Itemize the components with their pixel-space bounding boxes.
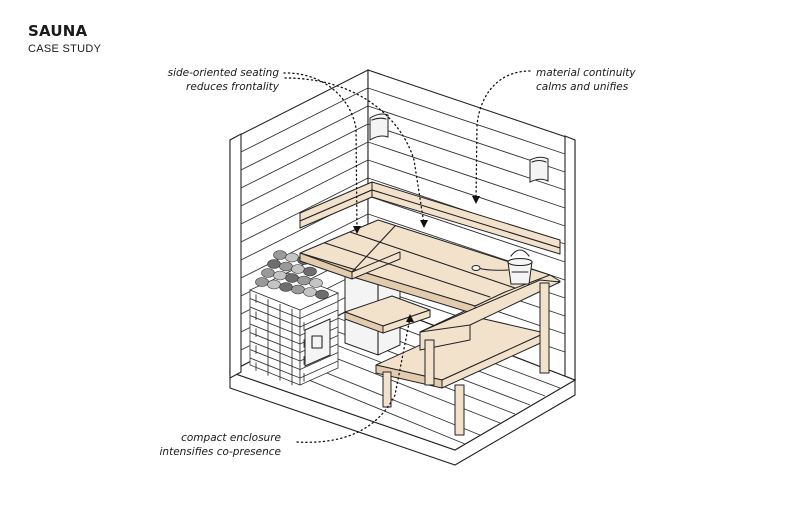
stove-stone xyxy=(261,268,275,278)
log-line xyxy=(299,309,339,328)
stove-stone xyxy=(303,266,317,277)
annotation-line: side-oriented seating xyxy=(167,67,279,79)
stove-stone xyxy=(285,252,299,263)
log-line xyxy=(240,123,369,189)
log-line xyxy=(240,87,369,153)
annotation-line: compact enclosure xyxy=(181,432,281,444)
stove-stone xyxy=(291,264,305,274)
lower-bench xyxy=(344,295,546,436)
annotation-line: material continuity xyxy=(536,67,636,79)
stove-stone xyxy=(297,275,311,286)
upper-bench xyxy=(299,219,561,386)
backrest-rails xyxy=(299,181,561,255)
annotation-line: intensifies co-presence xyxy=(159,446,282,458)
annotation-compact-enclosure: compact enclosure intensifies co-presenc… xyxy=(160,431,282,459)
bucket-icon xyxy=(471,249,533,285)
title-block: SAUNA CASE STUDY xyxy=(28,22,101,55)
annotation-line: reduces frontality xyxy=(186,81,279,93)
annotation-material-continuity: material continuity calms and unifies xyxy=(536,66,636,94)
log-line xyxy=(367,141,566,209)
log-line xyxy=(367,159,566,227)
annotation-side-seating: side-oriented seating reduces frontality xyxy=(168,66,279,94)
stove-stone xyxy=(273,250,287,260)
log-line xyxy=(240,159,369,225)
wall-lamp-icon xyxy=(529,156,549,183)
diagram-subtitle: CASE STUDY xyxy=(28,43,102,55)
stove-stone xyxy=(315,289,329,300)
stove-stone xyxy=(303,287,317,297)
log-line xyxy=(367,87,566,155)
annotation-line: calms and unifies xyxy=(536,81,629,93)
stove-stone xyxy=(279,261,293,272)
leader-lines xyxy=(283,70,531,443)
log-line xyxy=(299,301,339,319)
log-line xyxy=(240,141,369,207)
log-line xyxy=(240,213,369,279)
wall-lamp-icon xyxy=(369,113,389,141)
log-line xyxy=(240,105,369,171)
stove-stone xyxy=(255,277,269,287)
log-line xyxy=(299,360,339,379)
log-line xyxy=(299,352,339,370)
stove-stone xyxy=(267,259,281,269)
stove-stone xyxy=(279,282,293,292)
diagram-title: SAUNA xyxy=(28,22,88,40)
log-line xyxy=(240,177,369,243)
stove-stone xyxy=(285,273,299,283)
stove-stone xyxy=(309,278,323,288)
log-line xyxy=(367,195,566,263)
stove-stone xyxy=(273,270,287,281)
stove-stone xyxy=(267,279,281,290)
stove-icon xyxy=(248,250,340,386)
stove-stone xyxy=(291,284,305,295)
